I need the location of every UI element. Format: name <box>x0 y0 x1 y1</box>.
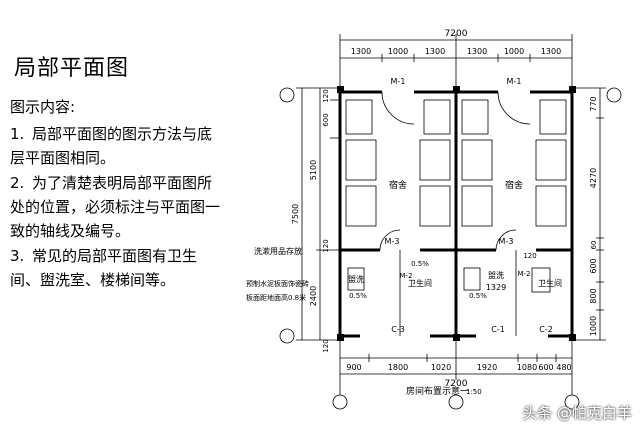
room-dim: 1329 <box>486 283 506 292</box>
note-text: 板面距地面高0.8米 <box>246 293 306 302</box>
left-small-dim: 120 <box>322 339 330 352</box>
point-list: 1.局部平面图的图示方法与底层平面图相同。 2.为了清楚表明局部平面图所处的位置… <box>10 122 225 293</box>
bottom-dim: 1080 <box>517 363 537 372</box>
point-number: 2. <box>10 174 25 192</box>
door-label: M-2 <box>517 270 530 278</box>
top-dim: 1000 <box>504 47 524 56</box>
door-label: M-1 <box>391 77 406 86</box>
left-small-dim: 120 <box>322 89 330 102</box>
room-label: 宿舍 <box>505 179 523 191</box>
room-label: 盥洗 <box>348 274 364 284</box>
top-dim: 1300 <box>541 47 561 56</box>
point-item: 1.局部平面图的图示方法与底层平面图相同。 <box>10 122 225 170</box>
bottom-dim: 900 <box>346 363 361 372</box>
point-number: 3. <box>10 247 25 265</box>
note-text: 预制水泥板面饰瓷砖 <box>246 279 309 288</box>
right-dim: 800 <box>589 288 598 303</box>
slide-subtitle: 图示内容: <box>10 98 76 116</box>
drawing-scale: 1:50 <box>466 388 482 396</box>
bottom-total-dim: 7200 <box>445 379 468 389</box>
note-text: 洗漱用品存放 <box>254 246 302 256</box>
watermark: 头条 @帕克白羊 <box>522 404 632 422</box>
point-text: 为了清楚表明局部平面图所处的位置，必须标注与平面图一致的轴线及编号。 <box>10 174 221 240</box>
left-total-dim: 7500 <box>291 204 300 224</box>
left-small-dim: 600 <box>322 113 330 126</box>
window-label: C-1 <box>491 325 505 334</box>
top-dim: 1300 <box>425 47 445 56</box>
right-dim: 1000 <box>589 316 598 336</box>
point-item: 2.为了清楚表明局部平面图所处的位置，必须标注与平面图一致的轴线及编号。 <box>10 171 225 243</box>
slope-label: 0.5% <box>469 292 487 300</box>
right-dim: 60 <box>590 241 598 250</box>
bottom-dim: 1020 <box>431 363 451 372</box>
bottom-dim: 600 <box>538 363 553 372</box>
window-label: C-3 <box>391 325 405 334</box>
room-dim: 120 <box>523 252 536 260</box>
bottom-dim: 480 <box>556 363 571 372</box>
point-text: 局部平面图的图示方法与底层平面图相同。 <box>10 125 213 167</box>
point-text: 常见的局部平面图有卫生间、盥洗室、楼梯间等。 <box>10 247 198 289</box>
room-label: 卫生间 <box>408 278 432 288</box>
right-dim: 770 <box>589 96 598 111</box>
bottom-dim: 1800 <box>388 363 408 372</box>
room-label: 卫生间 <box>538 278 562 288</box>
top-total-dim: 7200 <box>445 29 468 39</box>
door-label: M-3 <box>499 237 514 246</box>
top-dim: 1300 <box>467 47 487 56</box>
slide-title: 局部平面图 <box>14 56 130 81</box>
left-lower-dim: 2400 <box>309 286 318 306</box>
top-dim: 1300 <box>351 47 371 56</box>
bottom-dim: 1920 <box>477 363 497 372</box>
slope-label: 0.5% <box>349 292 367 300</box>
right-dim: 4270 <box>589 168 598 188</box>
point-number: 1. <box>10 125 25 143</box>
window-label: C-2 <box>539 325 553 334</box>
left-upper-dim: 5100 <box>309 160 318 180</box>
room-label: 宿舍 <box>389 179 407 191</box>
room-label: 盥洗 <box>488 270 504 280</box>
door-label: M-2 <box>399 272 412 280</box>
point-item: 3.常见的局部平面图有卫生间、盥洗室、楼梯间等。 <box>10 244 225 292</box>
left-small-dim: 120 <box>322 239 330 252</box>
top-dim: 1000 <box>388 47 408 56</box>
drawing-caption: 房间布置示意一 <box>406 385 469 397</box>
right-dim: 600 <box>589 258 598 273</box>
door-label: M-1 <box>507 77 522 86</box>
slope-label: 0.5% <box>411 260 429 268</box>
door-label: M-3 <box>385 237 400 246</box>
